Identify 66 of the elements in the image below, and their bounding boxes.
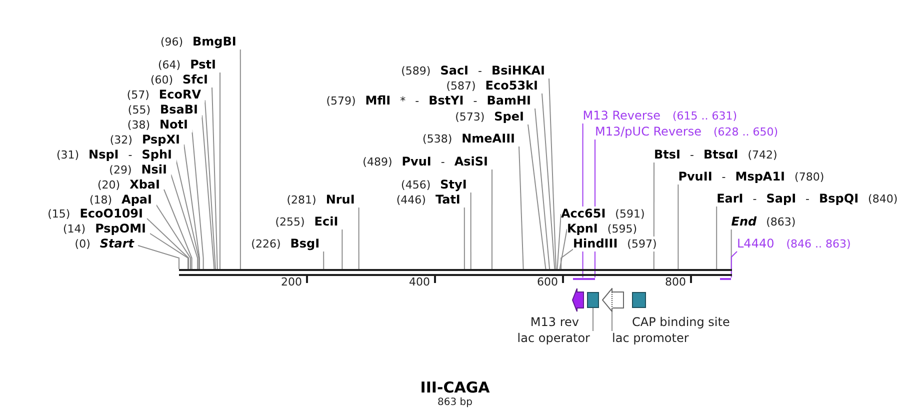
leader-line bbox=[146, 218, 190, 270]
leader-line bbox=[150, 233, 188, 270]
feature-box bbox=[587, 292, 599, 308]
enzyme-site-label: KpnI (595) bbox=[567, 222, 637, 236]
leader-line bbox=[556, 214, 562, 270]
leader-line bbox=[464, 207, 465, 270]
leader-line bbox=[138, 245, 180, 270]
leader-line bbox=[204, 100, 216, 270]
leader-line bbox=[548, 78, 556, 270]
enzyme-site-label: (32) PspXI bbox=[110, 132, 184, 148]
leader-line bbox=[534, 108, 550, 270]
enzyme-site-label: (29) NsiI bbox=[109, 162, 171, 178]
enzyme-site-label: PvuII - MspA1I (780) bbox=[678, 170, 824, 184]
position-label: End (863) bbox=[731, 214, 796, 230]
leader-line bbox=[730, 251, 738, 278]
enzyme-site-label: (14) PspOMI bbox=[62, 222, 150, 236]
leader-line bbox=[212, 87, 218, 270]
leader-line bbox=[678, 184, 679, 270]
scale-label: 600 bbox=[537, 276, 558, 288]
feature-box bbox=[632, 292, 646, 308]
leader-line bbox=[164, 189, 192, 270]
leader-line bbox=[491, 169, 492, 270]
directional-feature bbox=[572, 288, 584, 312]
primer-label: M13/pUC Reverse (628 .. 650) bbox=[595, 124, 778, 140]
leader-line bbox=[559, 228, 568, 270]
leader-line bbox=[202, 114, 215, 270]
leader-line bbox=[240, 49, 241, 270]
enzyme-site-label: (38) NotI bbox=[127, 118, 192, 132]
map-title: III-CAGA bbox=[420, 380, 490, 396]
enzyme-site-label: (18) ApaI bbox=[89, 192, 156, 208]
leader-line bbox=[323, 251, 324, 270]
scale-label: 800 bbox=[665, 276, 686, 288]
enzyme-site-label: EarI - SapI - BspQI (840) bbox=[716, 192, 898, 206]
enzyme-site-label: (57) EcoRV bbox=[126, 88, 205, 102]
position-label: (0) Start bbox=[74, 236, 138, 252]
leader-line bbox=[716, 206, 718, 270]
leader-line bbox=[560, 248, 574, 270]
leader-line bbox=[470, 192, 472, 270]
feature-label: CAP binding site bbox=[632, 315, 730, 329]
feature-label: lac promoter bbox=[612, 331, 689, 345]
enzyme-site-label: HindIII (597) bbox=[573, 236, 657, 252]
leader-line bbox=[528, 124, 546, 270]
leader-line bbox=[219, 72, 220, 270]
leader-line bbox=[170, 174, 198, 270]
scale-label: 200 bbox=[281, 276, 302, 288]
leader-line bbox=[156, 204, 192, 270]
leader-line bbox=[358, 207, 360, 270]
enzyme-site-label: (55) BsaBI bbox=[128, 102, 202, 118]
feature-label: M13 rev bbox=[530, 315, 579, 329]
primer-label: L4440 (846 .. 863) bbox=[737, 236, 851, 252]
leader-line bbox=[518, 146, 524, 270]
enzyme-site-label: (15) EcoO109I bbox=[48, 206, 147, 222]
dna-backbone bbox=[178, 269, 732, 276]
enzyme-site-label: Acc65I (591) bbox=[561, 206, 645, 222]
primer-label: M13 Reverse (615 .. 631) bbox=[582, 108, 738, 124]
scale-label: 400 bbox=[409, 276, 430, 288]
leader-line bbox=[342, 229, 343, 270]
enzyme-site-label: (31) NspI - SphI bbox=[56, 148, 176, 162]
leader-line bbox=[184, 144, 200, 270]
directional-feature bbox=[602, 288, 624, 312]
feature-label: lac operator bbox=[517, 331, 593, 345]
leader-line bbox=[542, 93, 556, 270]
sequence-length: 863 bp bbox=[438, 397, 472, 409]
enzyme-site-label: BtsI - BtsαI (742) bbox=[654, 148, 778, 162]
leader-line bbox=[592, 308, 594, 332]
leader-line bbox=[176, 159, 200, 270]
